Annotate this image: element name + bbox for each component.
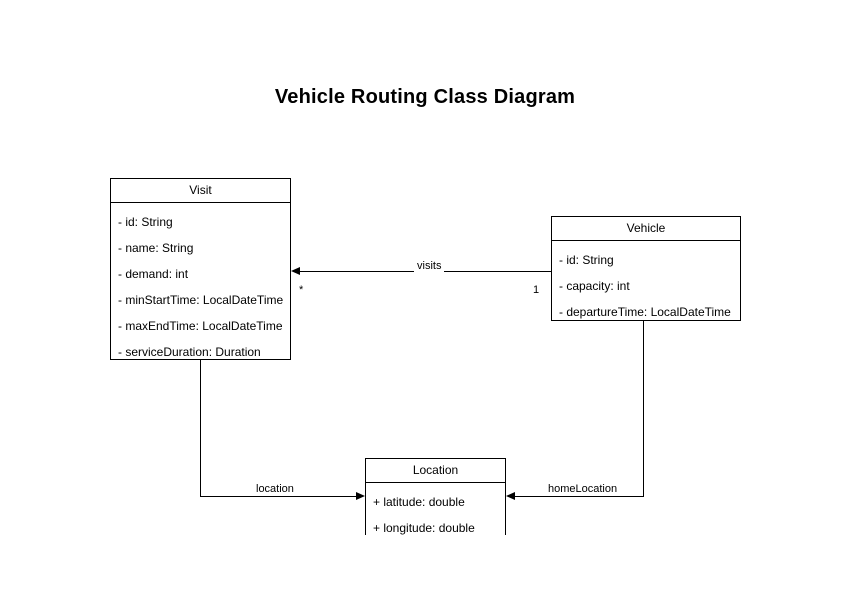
edge-location-vertical-segment <box>200 360 201 497</box>
class-name-vehicle: Vehicle <box>552 217 740 241</box>
page-title: Vehicle Routing Class Diagram <box>274 86 576 108</box>
class-name-location: Location <box>366 459 505 483</box>
edge-location-horizontal-segment <box>200 496 361 497</box>
edge-label-visits: visits <box>414 260 445 272</box>
class-box-location[interactable]: Location + latitude: double + longitude:… <box>365 458 506 535</box>
class-attributes-location: + latitude: double + longitude: double <box>366 483 505 535</box>
class-attribute: + latitude: double <box>373 495 465 509</box>
class-attribute: - id: String <box>559 253 614 267</box>
class-attributes-vehicle: - id: String - capacity: int - departure… <box>552 241 740 319</box>
class-box-visit[interactable]: Visit - id: String - name: String - dema… <box>110 178 291 360</box>
class-attribute: - demand: int <box>118 267 189 281</box>
edge-label-homelocation: homeLocation <box>545 483 621 495</box>
edge-homelocation-vertical-segment <box>643 321 644 497</box>
class-attributes-visit: - id: String - name: String - demand: in… <box>111 203 290 359</box>
class-attribute: - serviceDuration: Duration <box>118 345 261 359</box>
class-attribute: - minStartTime: LocalDateTime <box>118 293 284 307</box>
class-attribute: - maxEndTime: LocalDateTime <box>118 319 283 333</box>
multiplicity-visits-source: 1 <box>533 284 540 296</box>
multiplicity-visits-target: * <box>299 284 304 296</box>
class-attribute: - capacity: int <box>559 279 630 293</box>
arrow-right-icon <box>356 492 365 500</box>
class-box-vehicle[interactable]: Vehicle - id: String - capacity: int - d… <box>551 216 741 321</box>
class-attribute: - departureTime: LocalDateTime <box>559 305 731 319</box>
edge-label-location: location <box>253 483 297 495</box>
arrow-left-icon <box>291 267 300 275</box>
class-attribute: + longitude: double <box>373 521 475 535</box>
edge-homelocation-horizontal-segment <box>510 496 644 497</box>
class-attribute: - id: String <box>118 215 173 229</box>
class-attribute: - name: String <box>118 241 194 255</box>
class-name-visit: Visit <box>111 179 290 203</box>
arrow-left-icon <box>506 492 515 500</box>
